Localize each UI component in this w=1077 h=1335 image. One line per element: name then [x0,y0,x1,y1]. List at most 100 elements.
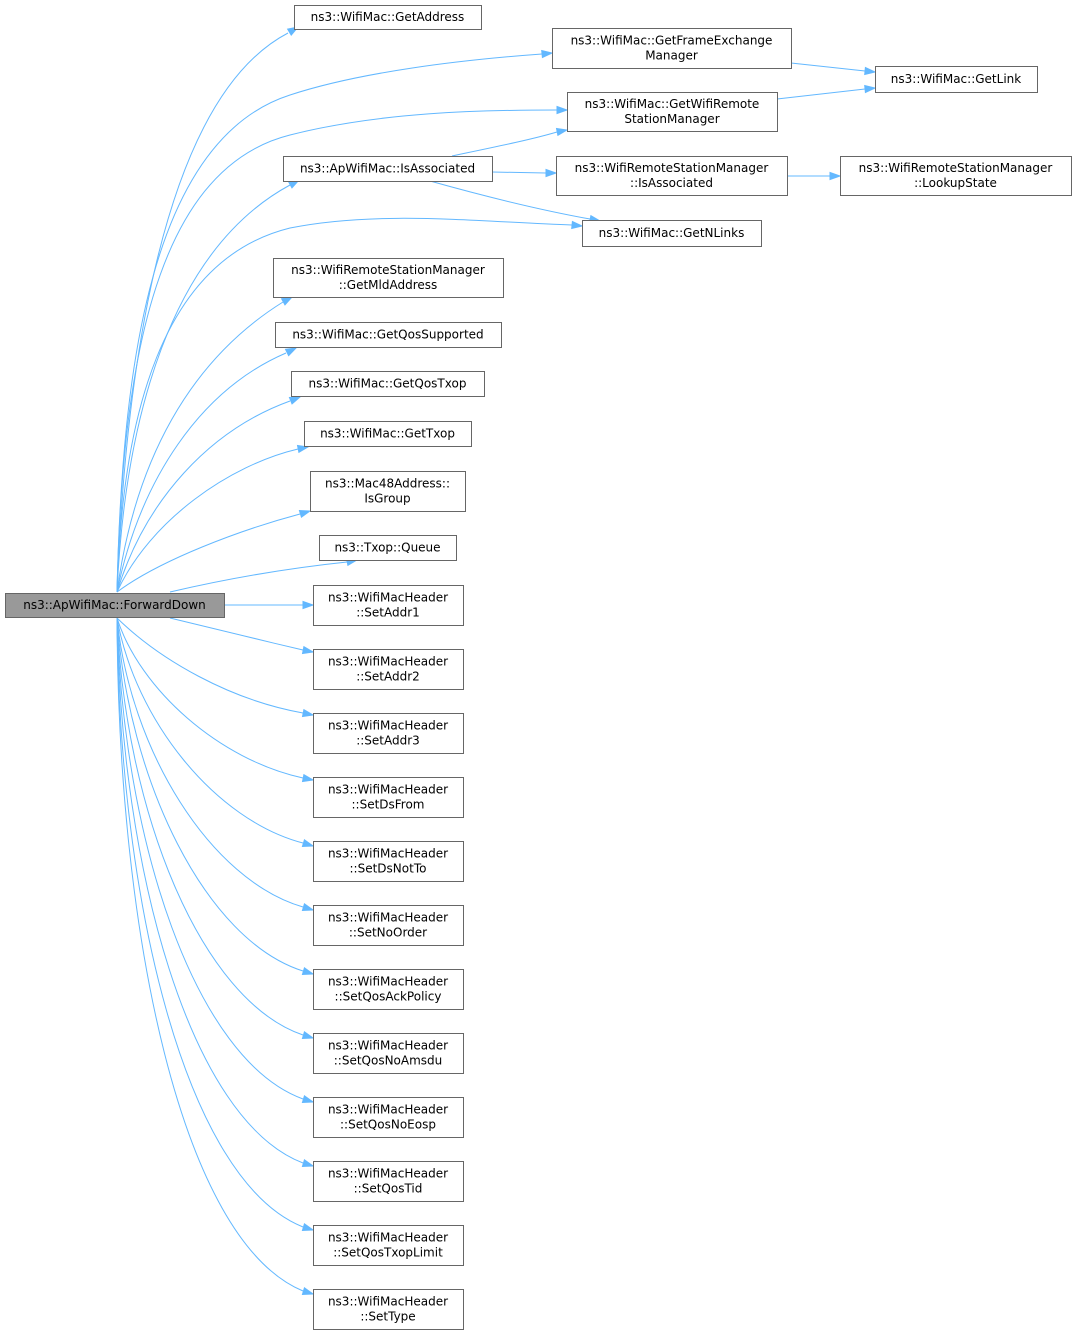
node-label: ::LookupState [914,176,997,190]
edge-forwarddown-to-gettxop [116,444,310,593]
node-label: Manager [645,49,698,63]
node-setaddr3[interactable]: ns3::WifiMacHeader::SetAddr3 [313,713,464,754]
node-label: ::SetAddr1 [356,606,420,620]
edge-forwarddown-to-setaddr1 [224,600,315,610]
edge-forwarddown-to-getqostxop [116,396,302,593]
edge-forwarddown-to-setnoorder [116,617,315,912]
node-label: IsGroup [364,492,410,506]
node-label: ns3::WifiMacHeader [328,1039,448,1053]
node-setqostxoplimit[interactable]: ns3::WifiMacHeader::SetQosTxopLimit [313,1225,464,1266]
node-label: ::SetQosNoEosp [340,1118,436,1132]
edge-forwarddown-to-setqostxoplimit [116,617,315,1232]
edge-forwarddown-to-setaddr3 [116,617,315,718]
node-settype[interactable]: ns3::WifiMacHeader::SetType [313,1289,464,1330]
node-setaddr1[interactable]: ns3::WifiMacHeader::SetAddr1 [313,585,464,626]
node-label: ns3::WifiMac::GetNLinks [599,226,745,240]
edge-forwarddown-to-settype [116,617,315,1296]
edge-getframeexchange-to-getlink [790,62,877,76]
node-getwifiremote[interactable]: ns3::WifiMac::GetWifiRemoteStationManage… [567,92,778,132]
node-label: ns3::WifiRemoteStationManager [291,263,485,277]
node-setaddr2[interactable]: ns3::WifiMacHeader::SetAddr2 [313,649,464,690]
node-setqostid[interactable]: ns3::WifiMacHeader::SetQosTid [313,1161,464,1202]
node-label: ns3::WifiMac::GetLink [891,72,1021,86]
edge-wrsm-isassociated-to-lookupstate [787,171,842,181]
node-setdsnotto[interactable]: ns3::WifiMacHeader::SetDsNotTo [313,841,464,882]
edge-forwarddown-to-getqossupported [116,347,298,593]
function-nodes: ns3::ApWifiMac::ForwardDown ns3::WifiMac:… [5,5,1072,1330]
node-queue[interactable]: ns3::Txop::Queue [319,535,457,561]
node-label: ns3::WifiRemoteStationManager [575,161,769,175]
node-label: ns3::WifiMacHeader [328,783,448,797]
edge-forwarddown-to-setdsnotto [116,617,315,848]
node-isgroup[interactable]: ns3::Mac48Address::IsGroup [310,471,466,512]
node-label: ns3::WifiRemoteStationManager [859,161,1053,175]
node-label: ::SetQosTxopLimit [333,1246,443,1260]
node-lookupstate[interactable]: ns3::WifiRemoteStationManager::LookupSta… [840,156,1072,196]
node-setqosnoamsdu[interactable]: ns3::WifiMacHeader::SetQosNoAmsdu [313,1033,464,1074]
edge-forwarddown-to-setaddr2 [169,617,315,655]
node-label: ns3::WifiMac::GetQosSupported [292,328,483,342]
node-label: ::SetAddr2 [356,670,420,684]
node-setqosnoeosp[interactable]: ns3::WifiMacHeader::SetQosNoEosp [313,1097,464,1138]
node-label: ns3::WifiMacHeader [328,1231,448,1245]
node-label: ::GetMldAddress [339,278,438,292]
edge-forwarddown-to-getmldaddress [116,296,294,593]
node-label: ::SetNoOrder [349,926,427,940]
call-edges [116,26,877,1296]
node-getmldaddress[interactable]: ns3::WifiRemoteStationManager::GetMldAdd… [273,258,504,298]
node-label: ns3::WifiMacHeader [328,719,448,733]
edge-forwarddown-to-isassociated [116,179,301,593]
node-setnoorder[interactable]: ns3::WifiMacHeader::SetNoOrder [313,905,464,946]
node-forwarddown[interactable]: ns3::ApWifiMac::ForwardDown [5,593,225,618]
edge-forwarddown-to-setqosnoamsdu [116,617,315,1040]
node-label: ns3::WifiMacHeader [328,1295,448,1309]
edge-isassociated-to-getwifiremote [451,127,569,157]
node-label: ns3::WifiMacHeader [328,911,448,925]
node-label: ns3::WifiMac::GetFrameExchange [571,34,773,48]
edge-forwarddown-to-isgroup [116,509,312,593]
node-isassociated[interactable]: ns3::ApWifiMac::IsAssociated [283,156,493,182]
node-label: ns3::Mac48Address:: [325,477,450,491]
node-label: ::SetDsNotTo [350,862,427,876]
node-label: ns3::WifiMacHeader [328,655,448,669]
edge-forwarddown-to-getwifiremote [116,105,569,593]
edge-forwarddown-to-setqosackpolicy [116,617,315,976]
edge-getwifiremote-to-getlink [776,84,877,100]
node-label: ::IsAssociated [630,176,713,190]
node-label: ns3::WifiMacHeader [328,1103,448,1117]
node-label: ns3::WifiMac::GetQosTxop [309,377,467,391]
edge-forwarddown-to-getframeexchange [116,49,554,593]
edge-forwarddown-to-setqosnoeosp [116,617,315,1104]
node-label: ::SetDsFrom [351,798,424,812]
node-label: ns3::WifiMac::GetAddress [311,10,465,24]
node-setqosackpolicy[interactable]: ns3::WifiMacHeader::SetQosAckPolicy [313,969,464,1010]
node-label: ns3::WifiMacHeader [328,847,448,861]
node-label: ns3::Txop::Queue [334,541,440,555]
node-label: ns3::ApWifiMac::ForwardDown [23,598,206,612]
node-setdsfrom[interactable]: ns3::WifiMacHeader::SetDsFrom [313,777,464,818]
node-label: StationManager [624,112,719,126]
edge-forwarddown-to-setqostid [116,617,315,1168]
node-label: ns3::ApWifiMac::IsAssociated [300,162,475,176]
node-label: ns3::WifiMac::GetTxop [320,427,455,441]
node-gettxop[interactable]: ns3::WifiMac::GetTxop [304,421,472,447]
edge-forwarddown-to-setdsfrom [116,617,315,783]
node-label: ::SetQosAckPolicy [335,990,442,1004]
node-getaddress[interactable]: ns3::WifiMac::GetAddress [294,5,482,30]
node-label: ::SetQosNoAmsdu [334,1054,443,1068]
node-label: ::SetType [360,1310,415,1324]
node-getnlinks[interactable]: ns3::WifiMac::GetNLinks [582,220,762,247]
node-label: ns3::WifiMacHeader [328,975,448,989]
node-label: ns3::WifiMacHeader [328,591,448,605]
node-getqossupported[interactable]: ns3::WifiMac::GetQosSupported [275,322,502,348]
node-getlink[interactable]: ns3::WifiMac::GetLink [875,66,1038,93]
node-label: ::SetAddr3 [356,734,420,748]
node-wrsm-isassociated[interactable]: ns3::WifiRemoteStationManager::IsAssocia… [556,156,788,196]
node-label: ns3::WifiMacHeader [328,1167,448,1181]
node-getqostxop[interactable]: ns3::WifiMac::GetQosTxop [291,371,485,397]
node-label: ::SetQosTid [354,1182,423,1196]
edge-forwarddown-to-getnlinks [116,217,584,593]
edge-isassociated-to-wrsm-isassociated [491,168,558,178]
